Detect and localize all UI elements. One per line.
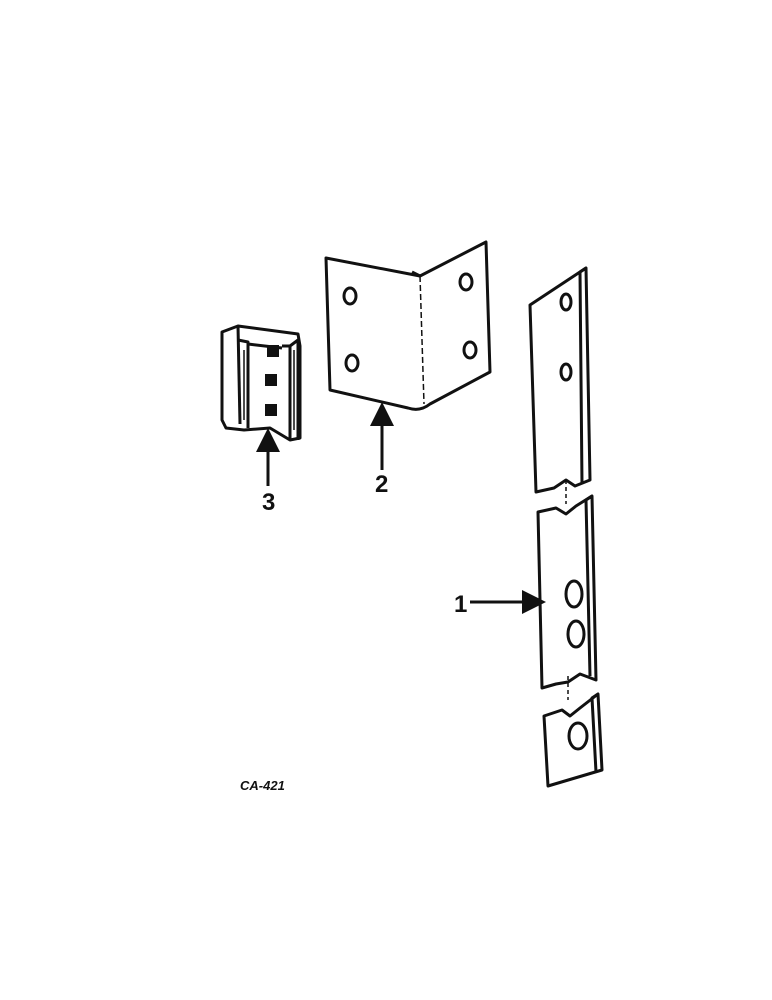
callout-2: 2 xyxy=(375,471,388,498)
callout-3: 3 xyxy=(262,489,275,516)
callout-1: 1 xyxy=(454,591,467,618)
figure-code: CA-421 xyxy=(240,778,285,793)
part-1-strap xyxy=(528,266,604,788)
part-2-angle-bracket xyxy=(324,240,492,411)
part-3-clip xyxy=(220,324,302,442)
